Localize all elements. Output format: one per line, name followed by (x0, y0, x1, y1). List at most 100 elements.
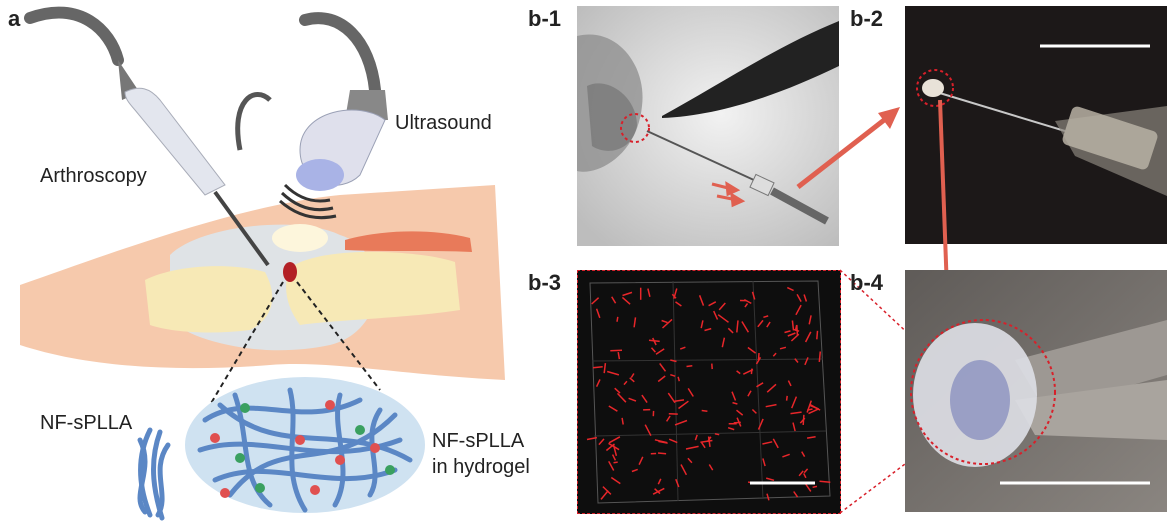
fiber-bundle (137, 427, 171, 521)
fiber-segment (792, 422, 796, 432)
lesion-spot (283, 262, 297, 282)
fiber-segment (787, 332, 796, 337)
fiber-segment (661, 318, 673, 329)
fiber-segment (785, 395, 788, 401)
fiber-segment (675, 301, 682, 307)
fiber-segment (606, 370, 620, 376)
fiber-segment (673, 288, 678, 299)
fiber-segment (757, 352, 760, 361)
fiber-segment (670, 359, 677, 363)
fiber-segment (803, 473, 807, 479)
fiber-segment (622, 291, 633, 297)
fiber-segment (614, 387, 621, 394)
fiber-segment (610, 349, 623, 352)
fiber-segment (732, 401, 738, 405)
quadriceps-tendon (345, 231, 472, 252)
fiber-segment (694, 434, 698, 441)
fiber-segment (772, 438, 779, 449)
fiber-segment (796, 293, 802, 302)
fiber-segment (623, 380, 628, 386)
fiber-segment (714, 433, 720, 436)
fiber-segment (816, 330, 819, 340)
fiber-segment (704, 327, 712, 332)
fiber-segment (616, 316, 619, 322)
fiber-segment (621, 296, 631, 305)
fiber-segment (659, 362, 667, 372)
fiber-segment (798, 470, 804, 477)
fiber-segment (629, 377, 635, 383)
fiber-segment (617, 351, 621, 360)
fiber-segment (747, 346, 757, 354)
fiber-segment (602, 486, 612, 495)
fiber-segment (708, 464, 714, 471)
fiber-segment (755, 357, 762, 365)
panel-label-b4: b-4 (850, 270, 883, 295)
fiber-segment (677, 376, 681, 382)
fiber-segment (700, 439, 713, 444)
fiber-segment (603, 363, 607, 374)
fiber-segment (718, 302, 726, 311)
fiber-segment (674, 419, 688, 426)
fiber-segment (611, 454, 617, 461)
fiber-segment (736, 320, 739, 333)
fiber-segment (809, 403, 821, 411)
charge-markers (210, 400, 395, 498)
fiber-segment (751, 408, 757, 414)
fiber-segment (733, 421, 741, 424)
nf-splla-hydrogel-label-line1: NF-sPLLA (432, 430, 525, 452)
arrow-b1-to-b2 (796, 107, 900, 189)
fiber-segment (782, 453, 790, 458)
fiber-segment (812, 485, 818, 489)
fiber-segment (700, 442, 706, 449)
fiber-segment (613, 461, 618, 464)
fiber-segment (806, 435, 816, 439)
fiber-segment (679, 346, 686, 350)
b1-dashed-circle (620, 113, 650, 143)
fiber-segment (708, 301, 717, 307)
fiber-segment (630, 373, 635, 379)
fiber-segment (791, 396, 798, 409)
fluoroscopy-image (577, 6, 839, 246)
fiber-segment (661, 319, 668, 324)
fiber-segment (586, 436, 598, 441)
fiber-segment (638, 456, 644, 466)
fiber-segment (766, 493, 770, 501)
fiber-segment (765, 477, 775, 482)
fiber-segment (701, 409, 708, 412)
fiber-segment (608, 436, 621, 444)
fiber-segment (610, 476, 621, 485)
fiber-segment (628, 397, 637, 402)
fiber-segment (803, 468, 809, 474)
fiber-segment (665, 415, 671, 422)
zoom-line-right (296, 281, 381, 391)
fiber-segment (741, 321, 750, 333)
fiber-segment (736, 370, 741, 375)
fiber-segment (670, 373, 676, 377)
fiber-segment (657, 375, 666, 383)
fiber-segment (595, 379, 601, 388)
fluorescence-image (577, 270, 841, 514)
arthroscopy-label: Arthroscopy (40, 165, 147, 187)
fiber-segment (621, 417, 624, 425)
probe-cable (235, 92, 272, 151)
fiber-segment (674, 399, 685, 402)
fiber-segment (784, 330, 791, 334)
fiber-segment (791, 320, 795, 331)
fiber-segment (801, 451, 806, 457)
fiber-segment (747, 390, 752, 397)
fiber-segment (598, 438, 605, 446)
fiber-segment (744, 303, 749, 308)
fiber-segment (652, 337, 657, 346)
fiber-segment (792, 328, 800, 332)
fiber-segment (641, 394, 648, 404)
fiber-segment (595, 308, 601, 319)
fiber-segment (611, 296, 617, 304)
knee-schematic (20, 6, 505, 521)
fiber-segment (795, 304, 802, 316)
fiber-segment (756, 382, 764, 388)
fiber-segment (794, 358, 799, 363)
panel-label-b2: b-2 (850, 6, 883, 31)
fiber-segment (608, 405, 618, 412)
fiber-segment (633, 317, 637, 328)
fiber-segment (804, 483, 812, 492)
